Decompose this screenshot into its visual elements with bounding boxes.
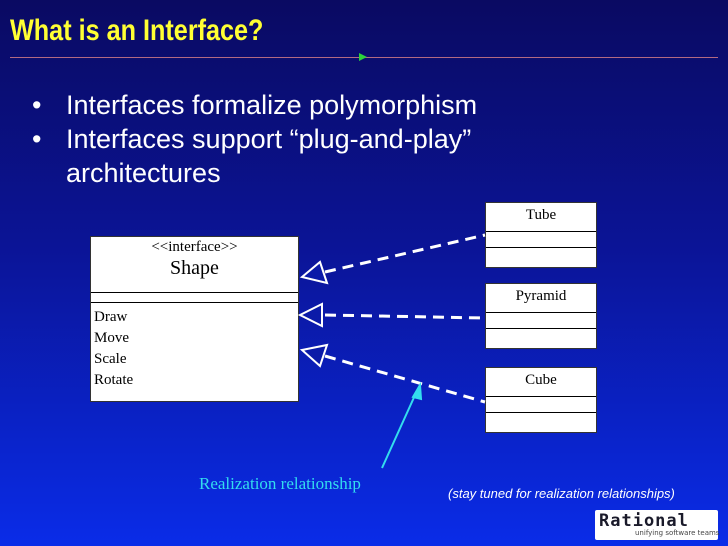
compartment-divider [486, 396, 596, 397]
class-box-cube: Cube [485, 367, 597, 433]
operation-item: Rotate [94, 372, 134, 388]
compartment-divider [486, 412, 596, 413]
operation-item: Draw [94, 309, 128, 325]
bullet-text: Interfaces formalize polymorphism [66, 90, 478, 120]
pointer-arrowhead [411, 381, 423, 401]
pointer-arrow-line [381, 392, 417, 469]
green-arrow-icon [359, 53, 367, 61]
realization-line-pyramid [324, 313, 486, 320]
bullet-text: Interfaces support “plug-and-play” archi… [66, 124, 472, 188]
realization-caption: Realization relationship [199, 474, 361, 493]
logo-wordmark: Rational [599, 511, 689, 531]
interface-name: Shape [170, 257, 219, 279]
realization-line-tube [324, 233, 486, 274]
slide-title: What is an Interface? [10, 14, 264, 47]
compartment-divider [486, 328, 596, 329]
realization-line-cube [324, 354, 486, 404]
bullet-marker: • [32, 124, 42, 154]
operation-item: Scale [94, 351, 127, 367]
class-box-tube: Tube [485, 202, 597, 268]
realization-arrowhead-cube [299, 343, 329, 368]
footnote: (stay tuned for realization relationship… [448, 486, 675, 501]
compartment-divider [486, 312, 596, 313]
compartment-divider [91, 292, 298, 293]
operations-list: Draw Move Scale Rotate [94, 307, 133, 391]
bullet-marker: • [32, 90, 42, 120]
realization-arrowhead-pyramid [297, 302, 323, 328]
bullet-item: • Interfaces formalize polymorphism [28, 88, 588, 122]
interface-stereotype: <<interface>> [151, 239, 238, 255]
interface-shape-box: <<interface>> Shape Draw Move Scale Rota… [90, 236, 299, 402]
class-box-pyramid: Pyramid [485, 283, 597, 349]
realization-arrowhead-tube [299, 260, 329, 285]
compartment-divider [486, 247, 596, 248]
compartment-divider [486, 231, 596, 232]
class-name: Cube [525, 372, 557, 388]
operation-item: Move [94, 330, 129, 346]
class-name: Pyramid [515, 288, 567, 304]
bullet-item: • Interfaces support “plug-and-play” arc… [28, 122, 588, 190]
class-name: Tube [525, 207, 557, 223]
bullet-list: • Interfaces formalize polymorphism • In… [28, 88, 588, 190]
rational-logo: Rational unifying software teams [595, 510, 720, 540]
compartment-divider [91, 302, 298, 303]
logo-tagline: unifying software teams [635, 529, 720, 537]
